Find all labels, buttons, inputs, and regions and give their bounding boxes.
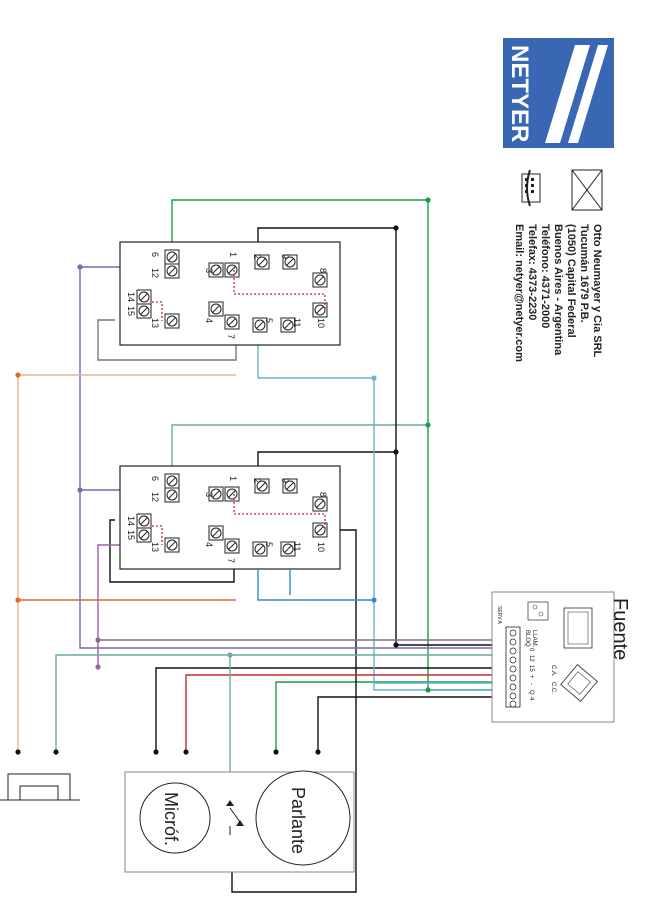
relay-block-2-labels: 6 12 14 15 13 1 3 2 9 8 4 7 5 11 10 (126, 476, 328, 563)
label-15: 15 (126, 530, 136, 540)
terminal-12 (164, 263, 180, 279)
terminal-6 (164, 473, 180, 489)
terminal-4 (208, 301, 224, 317)
speaker-label: Parlante (288, 787, 308, 854)
label-15: 15 (126, 306, 136, 316)
label-2: 2 (252, 254, 262, 259)
company-city: (1050) Capital Federal (565, 224, 577, 338)
label-10: 10 (316, 542, 326, 552)
terminal-4 (208, 525, 224, 541)
wire-teal (55, 654, 505, 752)
terminal-6 (164, 249, 180, 265)
label-6: 6 (150, 252, 160, 257)
terminal-14 (136, 289, 152, 305)
relay-block-2 (119, 465, 341, 570)
terminal-1 (224, 486, 240, 502)
wire-red (185, 674, 505, 752)
label-14: 14 (126, 516, 136, 526)
label-8: 8 (318, 268, 328, 273)
company-name: Otto Neumayer y Cia SRL (591, 224, 603, 358)
label-plus: + (528, 675, 534, 679)
label-7: 7 (226, 558, 236, 563)
company-phone: Teléfono: 4371-2000 (539, 224, 551, 328)
logo-text: NETYER (506, 45, 533, 142)
label-10: 10 (316, 318, 326, 328)
wire-green-3 (275, 681, 505, 752)
wire-black-5 (317, 696, 505, 752)
power-supply-title: Fuente (609, 598, 631, 660)
label-minus: - (528, 683, 534, 685)
label-15v: 15 (528, 665, 534, 672)
label-ca: C.A. (550, 665, 556, 677)
label-4: 4 (204, 542, 214, 547)
power-supply (491, 591, 615, 723)
handset (124, 770, 355, 873)
label-12: 12 (150, 268, 160, 278)
label-12: 12 (150, 492, 160, 502)
terminal-1 (224, 262, 240, 278)
wire-green-2 (171, 424, 428, 480)
wire-black-3 (231, 529, 357, 893)
company-email: Email: netyer@netyer.com (513, 224, 525, 362)
lamp-box (0, 773, 80, 801)
company-fax: Telefax: 4373-2230 (526, 224, 538, 320)
wire-gray (97, 319, 237, 361)
label-9: 9 (280, 478, 290, 483)
terminal-15 (136, 303, 152, 319)
wire-black-4 (155, 667, 505, 752)
label-5: 5 (264, 318, 274, 323)
label-2: 2 (252, 478, 262, 483)
telephone-icon (521, 169, 541, 207)
terminal-8 (312, 272, 328, 288)
label-7: 7 (226, 334, 236, 339)
label-14: 14 (126, 292, 136, 302)
company-country: Buenos Aires - Argentina (552, 224, 564, 356)
label-11: 11 (292, 318, 302, 327)
wire-blue-2 (257, 570, 374, 601)
terminal-10 (312, 302, 328, 318)
label-4: 4 (204, 318, 214, 323)
microphone-label: Micróf. (161, 792, 181, 846)
label-8: 8 (318, 492, 328, 497)
junction-dots (15, 197, 431, 755)
label-5: 5 (264, 542, 274, 547)
label-q: Q (528, 690, 534, 695)
label-ref: SERV.A (496, 606, 502, 624)
label-bloq: BLOQ (524, 630, 530, 647)
label-1: 1 (228, 476, 238, 481)
relay-block-1-labels: 6 12 14 15 13 1 3 2 9 8 4 7 5 11 10 (126, 252, 328, 339)
terminal-13 (164, 537, 180, 553)
envelope-icon (571, 169, 603, 211)
terminal-7 (224, 538, 240, 554)
label-llam: LLAM. (531, 630, 537, 648)
wire-black-6 (109, 519, 235, 583)
label-4: 4 (528, 697, 534, 701)
label-12v: 12 (528, 655, 534, 662)
terminal-14 (136, 513, 152, 529)
label-13: 13 (150, 542, 160, 552)
label-3: 3 (204, 492, 214, 497)
relay-block-1 (119, 241, 341, 346)
terminal-15 (136, 527, 152, 543)
label-0: 0 (528, 648, 534, 652)
label-13: 13 (150, 318, 160, 328)
company-address: Tucumán 1679 P.B. (578, 224, 590, 323)
terminal-13 (164, 313, 180, 329)
company-info: Otto Neumayer y Cia SRL Tucumán 1679 P.B… (513, 224, 603, 362)
terminal-12 (164, 487, 180, 503)
terminal-10 (312, 522, 328, 538)
label-11: 11 (292, 542, 302, 551)
terminal-8 (312, 496, 328, 512)
label-3: 3 (204, 268, 214, 273)
label-6: 6 (150, 476, 160, 481)
label-1: 1 (228, 252, 238, 257)
netyer-logo: NETYER (503, 38, 614, 148)
terminal-7 (224, 314, 240, 330)
label-cc: C.C. (550, 682, 556, 694)
label-9: 9 (280, 254, 290, 259)
